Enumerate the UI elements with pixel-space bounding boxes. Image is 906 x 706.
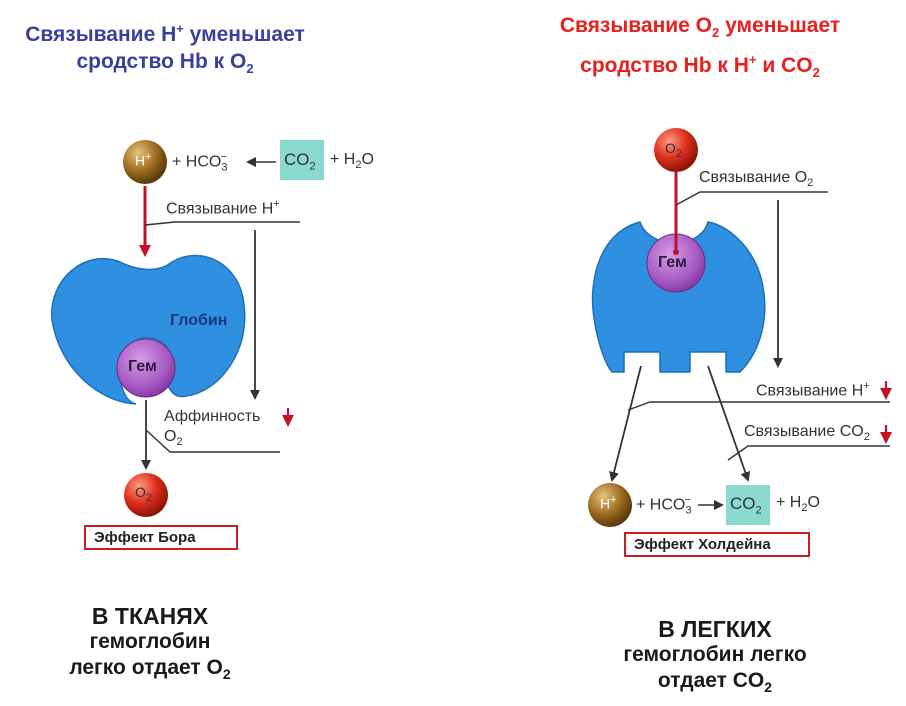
right-heme-label: Гем bbox=[658, 254, 687, 271]
left-h-label: H+ bbox=[135, 151, 152, 169]
right-red-dot bbox=[673, 249, 679, 255]
left-affinity-label: Аффинность bbox=[164, 408, 261, 425]
left-globin-label: Глобин bbox=[170, 312, 228, 329]
right-arrow-to-co2 bbox=[707, 365, 751, 482]
right-hco3-label: + HCO3− bbox=[636, 494, 692, 517]
right-h-ball bbox=[588, 483, 632, 527]
left-hco3-label: + HCO3− bbox=[172, 151, 228, 174]
left-affinity-connector bbox=[145, 429, 280, 453]
right-binding-o2-label: Связывание O2 bbox=[699, 169, 814, 190]
left-h2o-label: + H2O bbox=[330, 151, 374, 172]
left-o2-label: O2 bbox=[135, 484, 153, 504]
right-title: Связывание O2 уменьшает сродство Hb к H+… bbox=[559, 14, 841, 81]
right-o2-ball bbox=[654, 128, 698, 172]
left-h-ball bbox=[123, 140, 167, 184]
right-binding-co2-connector bbox=[727, 445, 890, 461]
left-title: Связывание H+ уменьшает сродство Hb к O2 bbox=[25, 21, 305, 77]
right-h-label: H+ bbox=[600, 494, 617, 512]
right-hemoglobin-shape bbox=[591, 221, 766, 373]
right-effect-box: Эффект Холдейна bbox=[624, 532, 810, 557]
left-effect-box: Эффект Бора bbox=[84, 525, 238, 550]
right-co2-label: CO2 bbox=[730, 494, 762, 517]
right-h2o-label: + H2O bbox=[776, 494, 820, 515]
left-o2-ball bbox=[124, 473, 168, 517]
right-binding-o2-connector bbox=[675, 191, 828, 206]
right-binding-co2-label: Связывание CO2 bbox=[744, 423, 870, 444]
left-co2-box bbox=[280, 140, 324, 180]
right-bottom-caption: В ЛЕГКИХ гемоглобин легко отдает CO2 bbox=[623, 616, 807, 696]
right-binding-h-label: Связывание H+ bbox=[756, 380, 870, 400]
left-heme-label: Гем bbox=[128, 358, 157, 375]
left-bottom-caption: В ТКАНЯХ гемоглобин легко отдает O2 bbox=[69, 603, 231, 683]
right-binding-h-connector bbox=[627, 401, 890, 411]
left-co2-label: CO2 bbox=[284, 150, 316, 173]
right-arrow-to-h bbox=[609, 365, 642, 482]
left-affinity-o2-label: O2 bbox=[164, 428, 183, 449]
left-binding-h-connector bbox=[144, 221, 300, 226]
right-o2-label: O2 bbox=[665, 140, 683, 160]
left-binding-h-label: Связывание H+ bbox=[166, 198, 280, 218]
right-co2-box bbox=[726, 485, 770, 525]
left-heme bbox=[116, 338, 176, 398]
